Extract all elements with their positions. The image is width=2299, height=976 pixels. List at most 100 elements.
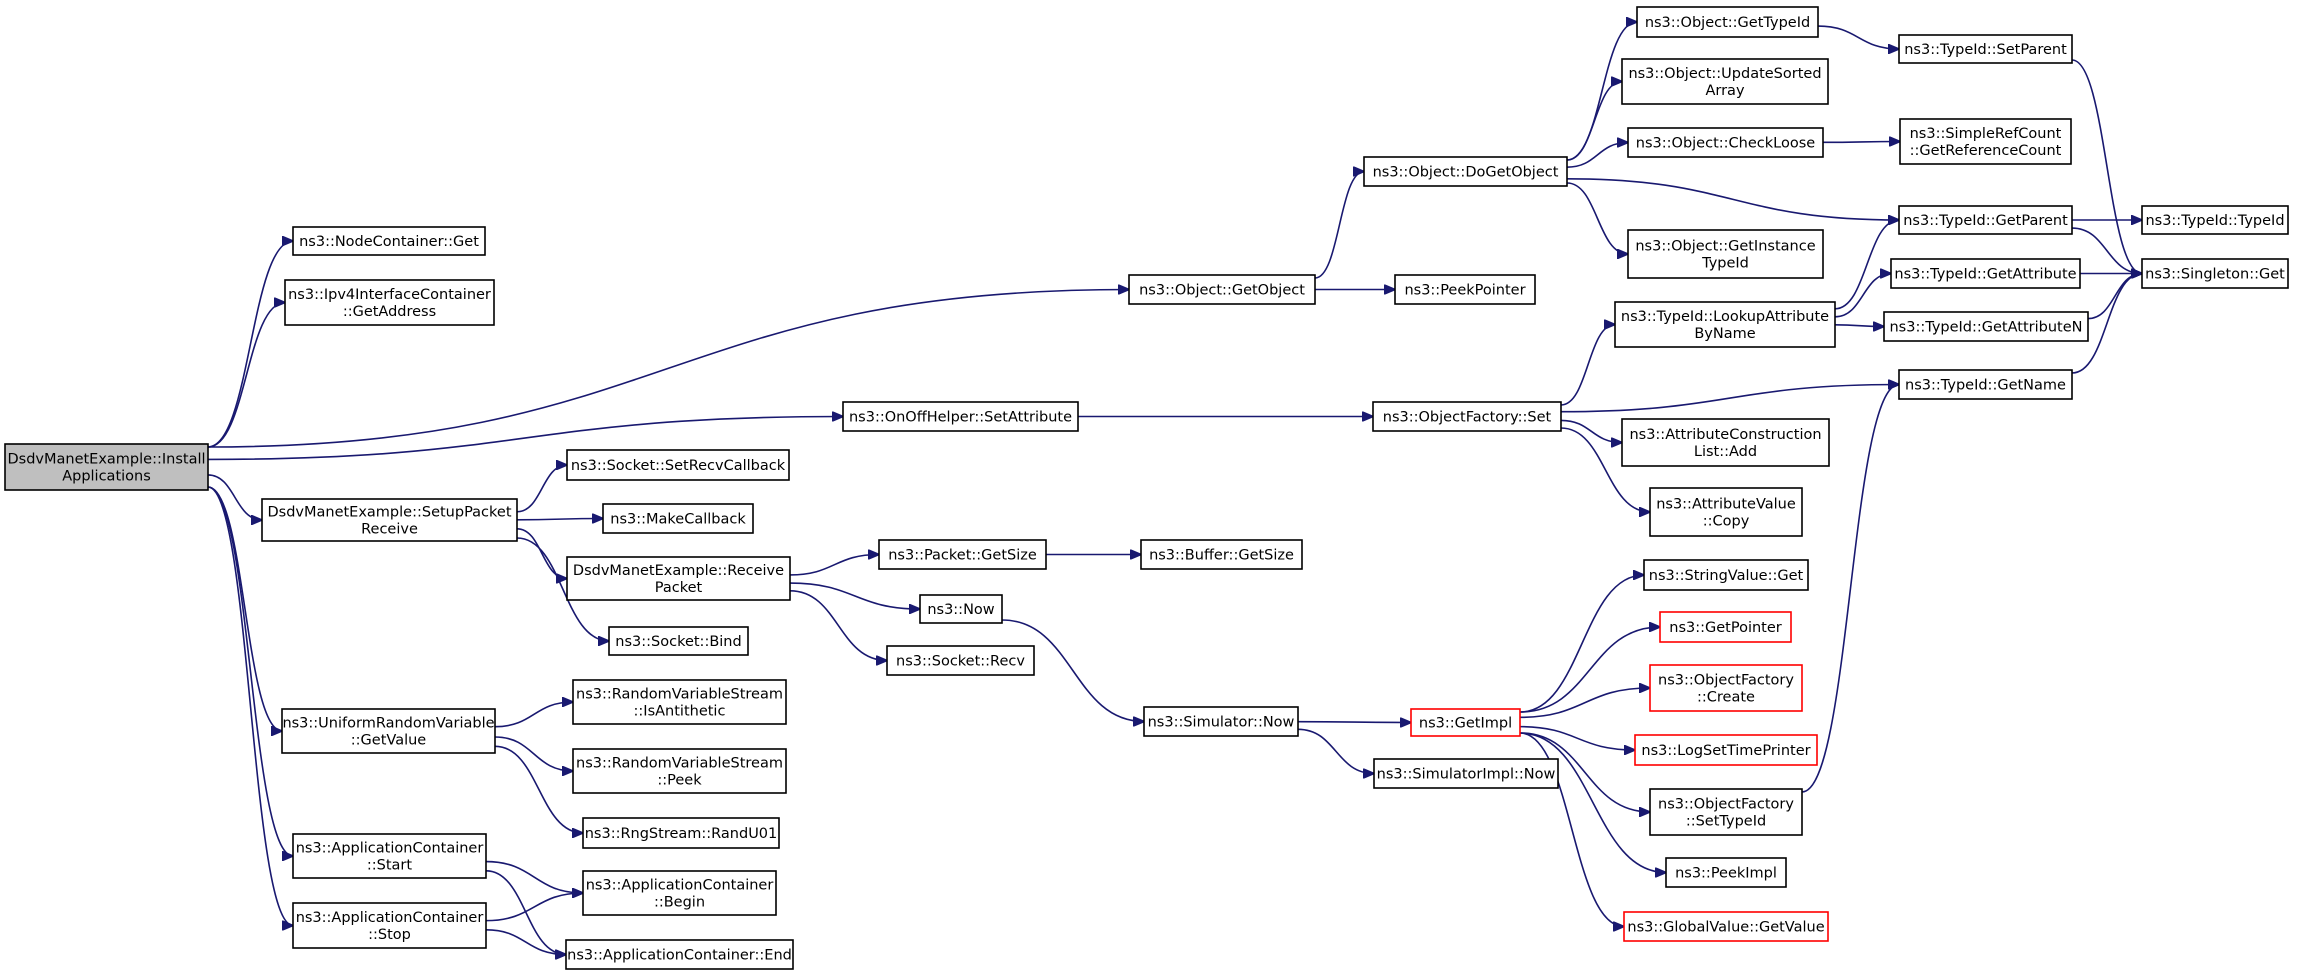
node-gv_getvalue[interactable]: ns3::GlobalValue::GetValue [1623, 911, 1829, 942]
node-tid_getattr[interactable]: ns3::TypeId::GetAttribute [1890, 258, 2081, 289]
node-sock_bind[interactable]: ns3::Socket::Bind [608, 626, 749, 656]
node-tid_getname[interactable]: ns3::TypeId::GetName [1898, 369, 2073, 400]
node-ac_stop[interactable]: ns3::ApplicationContainer::Stop [292, 902, 487, 949]
node-obj_getobject[interactable]: ns3::Object::GetObject [1128, 274, 1316, 305]
node-label: ns3::PeekImpl [1675, 866, 1777, 882]
call-edge-tid_getattrn-to-singleton_get [2087, 274, 2142, 320]
call-edge-objfactory_set-to-acl_add [1560, 419, 1622, 442]
node-tid_getparent[interactable]: ns3::TypeId::GetParent [1898, 205, 2073, 235]
node-box [1643, 559, 1809, 591]
node-box [1621, 58, 1829, 105]
call-edge-root-to-ac_stop [207, 486, 293, 926]
node-getpointer[interactable]: ns3::GetPointer [1659, 611, 1792, 643]
node-box [1623, 911, 1829, 942]
node-tid_setparent[interactable]: ns3::TypeId::SetParent [1898, 34, 2073, 64]
node-obj_checkloose[interactable]: ns3::Object::CheckLoose [1627, 127, 1824, 158]
node-ac_begin[interactable]: ns3::ApplicationContainer::Begin [582, 870, 777, 916]
node-box [608, 626, 749, 656]
edges-layer [207, 22, 2142, 955]
node-label: ns3::AttributeValue [1656, 497, 1796, 513]
node-label: ns3::ObjectFactory [1658, 797, 1794, 813]
node-box [1890, 258, 2081, 289]
node-label: ::Stop [368, 927, 411, 943]
node-box [566, 449, 790, 481]
node-av_copy[interactable]: ns3::AttributeValue::Copy [1649, 487, 1803, 537]
node-label: ns3::Object::GetObject [1139, 283, 1305, 299]
node-box [1649, 788, 1803, 836]
node-sock_setrecv[interactable]: ns3::Socket::SetRecvCallback [566, 449, 790, 481]
node-sock_recv[interactable]: ns3::Socket::Recv [886, 645, 1035, 676]
node-getimpl[interactable]: ns3::GetImpl [1410, 708, 1521, 737]
node-ipv4_getaddr[interactable]: ns3::Ipv4InterfaceContainer::GetAddress [284, 279, 495, 326]
node-label: ns3::GetPointer [1669, 620, 1782, 636]
node-now[interactable]: ns3::Now [919, 594, 1003, 624]
node-label: ns3::Ipv4InterfaceContainer [288, 287, 491, 303]
node-label: ns3::ApplicationContainer [296, 841, 484, 857]
node-label: ByName [1694, 326, 1755, 342]
node-box [919, 594, 1003, 624]
call-edge-obj_gettypeid-to-tid_setparent [1817, 25, 1899, 49]
node-box [1898, 34, 2073, 64]
node-label: ns3::Object::DoGetObject [1373, 165, 1559, 181]
node-label: ns3::RngStream::RandU01 [585, 826, 778, 842]
node-box [878, 539, 1047, 570]
node-box [1363, 156, 1568, 187]
node-urv_getvalue[interactable]: ns3::UniformRandomVariable::GetValue [281, 708, 496, 754]
node-box [566, 556, 791, 601]
node-tid_typeid[interactable]: ns3::TypeId::TypeId [2141, 205, 2289, 235]
node-buf_getsize[interactable]: ns3::Buffer::GetSize [1140, 539, 1303, 570]
node-of_create[interactable]: ns3::ObjectFactory::Create [1649, 664, 1803, 712]
node-ac_end[interactable]: ns3::ApplicationContainer::End [565, 939, 794, 970]
node-box [1636, 6, 1819, 38]
node-obj_gettypeid[interactable]: ns3::Object::GetTypeId [1636, 6, 1819, 38]
node-peekimpl[interactable]: ns3::PeekImpl [1665, 857, 1787, 888]
node-src_getrefcount[interactable]: ns3::SimpleRefCount::GetReferenceCount [1899, 118, 2072, 165]
node-box [2141, 258, 2289, 289]
node-label: ns3::TypeId::GetAttributeN [1889, 320, 2082, 336]
node-label: ns3::Socket::SetRecvCallback [571, 458, 786, 474]
node-strval_get[interactable]: ns3::StringValue::Get [1643, 559, 1809, 591]
node-peekpointer[interactable]: ns3::PeekPointer [1394, 274, 1536, 305]
node-logsettime[interactable]: ns3::LogSetTimePrinter [1634, 734, 1818, 766]
node-label: ::GetValue [351, 733, 427, 749]
node-label: ns3::LogSetTimePrinter [1641, 743, 1810, 759]
node-obj_dogetobject[interactable]: ns3::Object::DoGetObject [1363, 156, 1568, 187]
node-box [292, 902, 487, 949]
node-label: ns3::TypeId::TypeId [2145, 213, 2284, 229]
node-onoff_setattr[interactable]: ns3::OnOffHelper::SetAttribute [842, 401, 1079, 432]
node-rng_randu01[interactable]: ns3::RngStream::RandU01 [582, 817, 780, 849]
node-rvs_isanti[interactable]: ns3::RandomVariableStream::IsAntithetic [572, 679, 787, 725]
node-singleton_get[interactable]: ns3::Singleton::Get [2141, 258, 2289, 289]
node-label: ns3::GetImpl [1419, 716, 1512, 732]
node-label: ns3::RandomVariableStream [576, 687, 783, 703]
node-label: ns3::NodeContainer::Get [299, 234, 479, 250]
node-sim_now[interactable]: ns3::Simulator::Now [1143, 706, 1299, 737]
call-edge-obj_dogetobject-to-obj_checkloose [1566, 143, 1628, 168]
call-edge-root-to-ac_start [207, 486, 293, 856]
node-objfactory_set[interactable]: ns3::ObjectFactory::Set [1372, 401, 1562, 432]
node-label: ns3::TypeId::GetAttribute [1894, 267, 2076, 283]
call-edge-getimpl-to-of_create [1519, 688, 1650, 719]
call-edge-getimpl-to-strval_get [1519, 575, 1644, 713]
node-tid_getattrn[interactable]: ns3::TypeId::GetAttributeN [1883, 311, 2089, 342]
node-label: ns3::SimpleRefCount [1910, 126, 2062, 142]
node-ac_start[interactable]: ns3::ApplicationContainer::Start [292, 833, 487, 879]
node-box [4, 443, 209, 491]
node-pkt_getsize[interactable]: ns3::Packet::GetSize [878, 539, 1047, 570]
call-edge-obj_dogetobject-to-obj_updatesorted [1566, 82, 1622, 161]
node-rvs_peek[interactable]: ns3::RandomVariableStream::Peek [572, 748, 787, 794]
node-nc_get[interactable]: ns3::NodeContainer::Get [292, 226, 486, 256]
node-of_settypeid[interactable]: ns3::ObjectFactory::SetTypeId [1649, 788, 1803, 836]
node-box [1143, 706, 1299, 737]
node-makecallback[interactable]: ns3::MakeCallback [602, 503, 754, 534]
node-simimpl_now[interactable]: ns3::SimulatorImpl::Now [1373, 758, 1559, 789]
node-label: ns3::Object::GetInstance [1635, 239, 1815, 255]
call-edge-objfactory_set-to-tid_getname [1560, 385, 1899, 413]
